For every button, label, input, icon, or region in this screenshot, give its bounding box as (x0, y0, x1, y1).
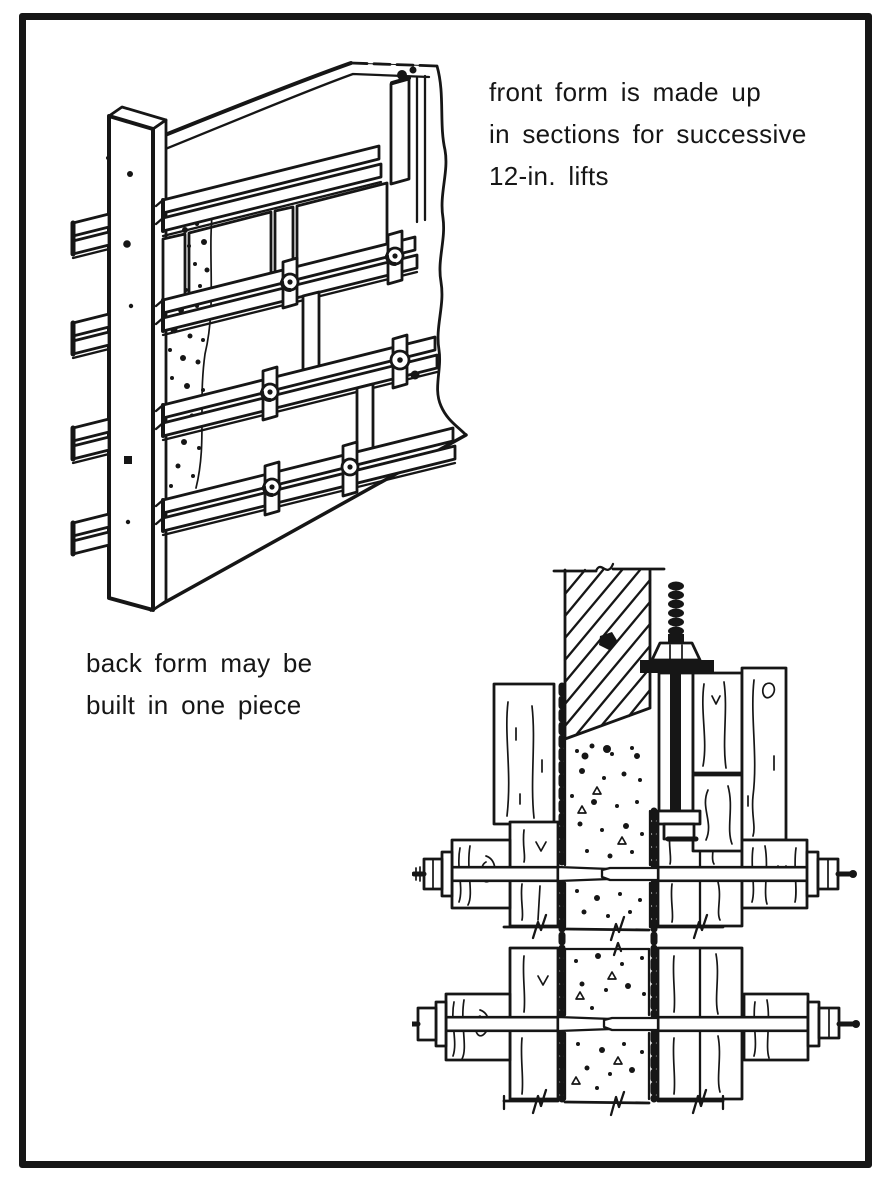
form-boards-left (492, 682, 560, 1101)
end-plank (107, 105, 168, 612)
figure-border-frame (19, 13, 872, 1168)
annotation-line: front form is made up (489, 77, 761, 107)
annotation-line: 12-in. lifts (489, 161, 609, 191)
top-break-line (552, 562, 666, 573)
stud-between-rows (355, 382, 375, 458)
torn-edge (435, 64, 468, 437)
wale-row-third (154, 335, 439, 442)
stud-between-rows (301, 290, 321, 376)
outer-board-right (740, 666, 788, 842)
tie-rod-lower (412, 992, 860, 1062)
tie-hardware (260, 229, 420, 517)
form-boards-right (656, 820, 744, 1101)
back-form-annotation: back form may be built in one piece (86, 642, 312, 726)
wall-tie-cross-section-drawing (412, 556, 872, 1148)
isometric-formwork-svg (70, 61, 468, 612)
isometric-formwork-drawing (57, 54, 477, 620)
annotation-line: built in one piece (86, 690, 302, 720)
anchor-bolt-assembly (640, 581, 744, 853)
wale-row-top (154, 144, 383, 238)
protruding-wale-ends (70, 212, 111, 557)
cross-section-svg (412, 562, 860, 1117)
fresh-concrete (563, 737, 652, 1101)
previous-lift-hatched-concrete (563, 568, 652, 741)
top-stud-and-clamp (389, 66, 427, 224)
tie-rod-upper (412, 838, 857, 910)
front-form-annotation: front form is made up in sections for su… (489, 71, 807, 197)
section-break-line (502, 913, 725, 957)
annotation-line: in sections for successive (489, 119, 807, 149)
bottom-break-line (502, 1088, 725, 1117)
plywood-sheathing-strips (558, 682, 658, 1103)
annotation-line: back form may be (86, 648, 313, 678)
